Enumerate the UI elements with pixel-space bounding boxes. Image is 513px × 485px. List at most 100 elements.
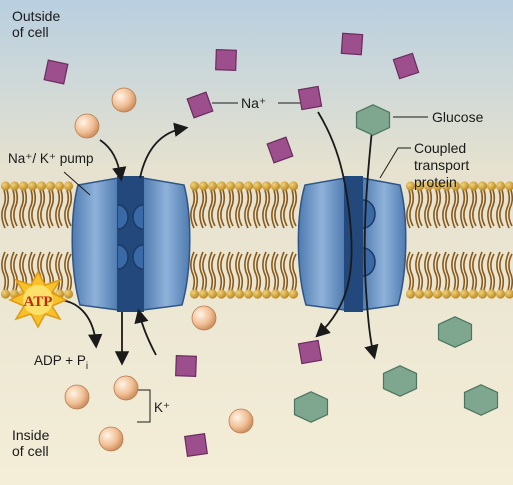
potassium-label: K⁺ bbox=[154, 400, 170, 415]
pump-binding-sites-right bbox=[132, 204, 144, 270]
arrow-na-down-gradient bbox=[315, 111, 353, 338]
lipid-tail bbox=[238, 189, 244, 227]
lipid-tail bbox=[505, 189, 511, 229]
lipid-head bbox=[279, 289, 290, 299]
lipid-tail bbox=[262, 189, 268, 229]
lipid-head bbox=[243, 289, 254, 299]
lipid-tail bbox=[499, 253, 505, 291]
potassium-ion-icon bbox=[64, 384, 90, 410]
lipid-tail bbox=[472, 189, 478, 227]
lipid-tail bbox=[433, 251, 439, 291]
lipid-tail bbox=[427, 189, 433, 227]
lipid-tail bbox=[478, 189, 484, 229]
lipid-tail bbox=[19, 189, 25, 229]
pump-leader bbox=[63, 171, 91, 196]
glucose-molecule-icon bbox=[382, 365, 418, 397]
lipid-tail bbox=[193, 253, 199, 291]
lipid-tail bbox=[463, 253, 469, 291]
lipid-tail bbox=[418, 189, 424, 227]
coupled-left-half bbox=[297, 177, 346, 311]
lipid-head bbox=[270, 289, 281, 299]
lipid-tail bbox=[40, 189, 46, 227]
lipid-tail bbox=[46, 189, 52, 229]
sodium-ion-icon bbox=[340, 32, 364, 56]
lipid-tail bbox=[505, 251, 511, 291]
adp-label: ADP + Pi bbox=[34, 353, 88, 372]
lipid-tail bbox=[31, 189, 37, 227]
lipid-tail bbox=[442, 189, 448, 229]
atp-burst: ATP bbox=[8, 270, 68, 329]
pump-binding-sites-left bbox=[117, 204, 129, 270]
lipid-tail bbox=[190, 189, 196, 229]
flow-arrows bbox=[59, 111, 379, 366]
lipid-tail bbox=[508, 253, 513, 291]
coupled-label-line1: Coupled bbox=[414, 140, 466, 156]
lipid-tail bbox=[265, 189, 271, 227]
lipid-head bbox=[18, 181, 29, 191]
lipid-tail bbox=[496, 189, 502, 229]
lipid-head bbox=[477, 181, 488, 191]
lipid-tail bbox=[253, 189, 259, 229]
lipid-tail bbox=[487, 189, 493, 229]
lipid-tail bbox=[436, 189, 442, 227]
lipid-tail bbox=[460, 251, 466, 291]
lipid-tail bbox=[442, 251, 448, 291]
lipid-head bbox=[405, 181, 416, 191]
lipid-head bbox=[288, 289, 299, 299]
lipid-tail bbox=[202, 253, 208, 291]
potassium-ion-icon bbox=[113, 375, 139, 401]
lipid-tail bbox=[469, 189, 475, 229]
lipid-tail bbox=[211, 253, 217, 291]
lipid-head bbox=[432, 289, 443, 299]
lipid-tail bbox=[67, 253, 73, 291]
lipid-tail bbox=[190, 251, 196, 291]
lipid-head bbox=[504, 181, 513, 191]
lipid-tail bbox=[208, 251, 214, 291]
lipid-head bbox=[486, 181, 497, 191]
lipid-head bbox=[243, 181, 254, 191]
lipid-tail bbox=[37, 189, 43, 229]
lipid-tail bbox=[292, 253, 298, 291]
lipid-head bbox=[252, 289, 263, 299]
sodium-ion-icon bbox=[266, 136, 294, 164]
glucose-molecule-icon bbox=[437, 316, 473, 348]
potassium-ion-icon bbox=[74, 113, 100, 139]
potassium-ion-icon bbox=[98, 426, 124, 452]
lipid-tail bbox=[4, 253, 10, 291]
lipid-tail bbox=[445, 253, 451, 291]
potassium-ion-icon bbox=[228, 408, 254, 434]
lipid-tail bbox=[454, 189, 460, 227]
lipid-head bbox=[9, 181, 20, 191]
lipid-tail bbox=[436, 253, 442, 291]
sodium-ion-icon bbox=[297, 339, 323, 365]
lipid-tail bbox=[64, 251, 70, 291]
lipid-tail bbox=[193, 189, 199, 227]
lipid-tail bbox=[220, 189, 226, 227]
sodium-potassium-pump bbox=[71, 176, 191, 312]
lipid-head bbox=[459, 289, 470, 299]
lipid-tail bbox=[292, 189, 298, 227]
lipid-tail bbox=[220, 253, 226, 291]
pump-right-half bbox=[142, 177, 191, 311]
lipid-tail bbox=[280, 189, 286, 229]
lipid-head bbox=[288, 181, 299, 191]
lipid-tail bbox=[454, 253, 460, 291]
lipid-tail bbox=[469, 251, 475, 291]
lipid-tail bbox=[211, 189, 217, 227]
leader-lines bbox=[63, 102, 428, 423]
lipid-tail bbox=[4, 189, 10, 227]
pump-label: Na⁺/ K⁺ pump bbox=[8, 151, 94, 166]
lipid-head bbox=[189, 289, 200, 299]
lipid-tail bbox=[451, 189, 457, 229]
lipid-tail bbox=[409, 189, 415, 227]
lipid-head bbox=[477, 289, 488, 299]
lipid-tail bbox=[508, 189, 513, 227]
arrow-k-into-pump bbox=[99, 139, 127, 182]
lipid-tail bbox=[280, 251, 286, 291]
lipid-head bbox=[252, 181, 263, 191]
k-bracket bbox=[137, 389, 151, 423]
outside-label-line2: of cell bbox=[12, 24, 49, 40]
lipid-tail bbox=[262, 251, 268, 291]
lipid-tail bbox=[1, 251, 7, 291]
lipid-tail bbox=[460, 189, 466, 229]
